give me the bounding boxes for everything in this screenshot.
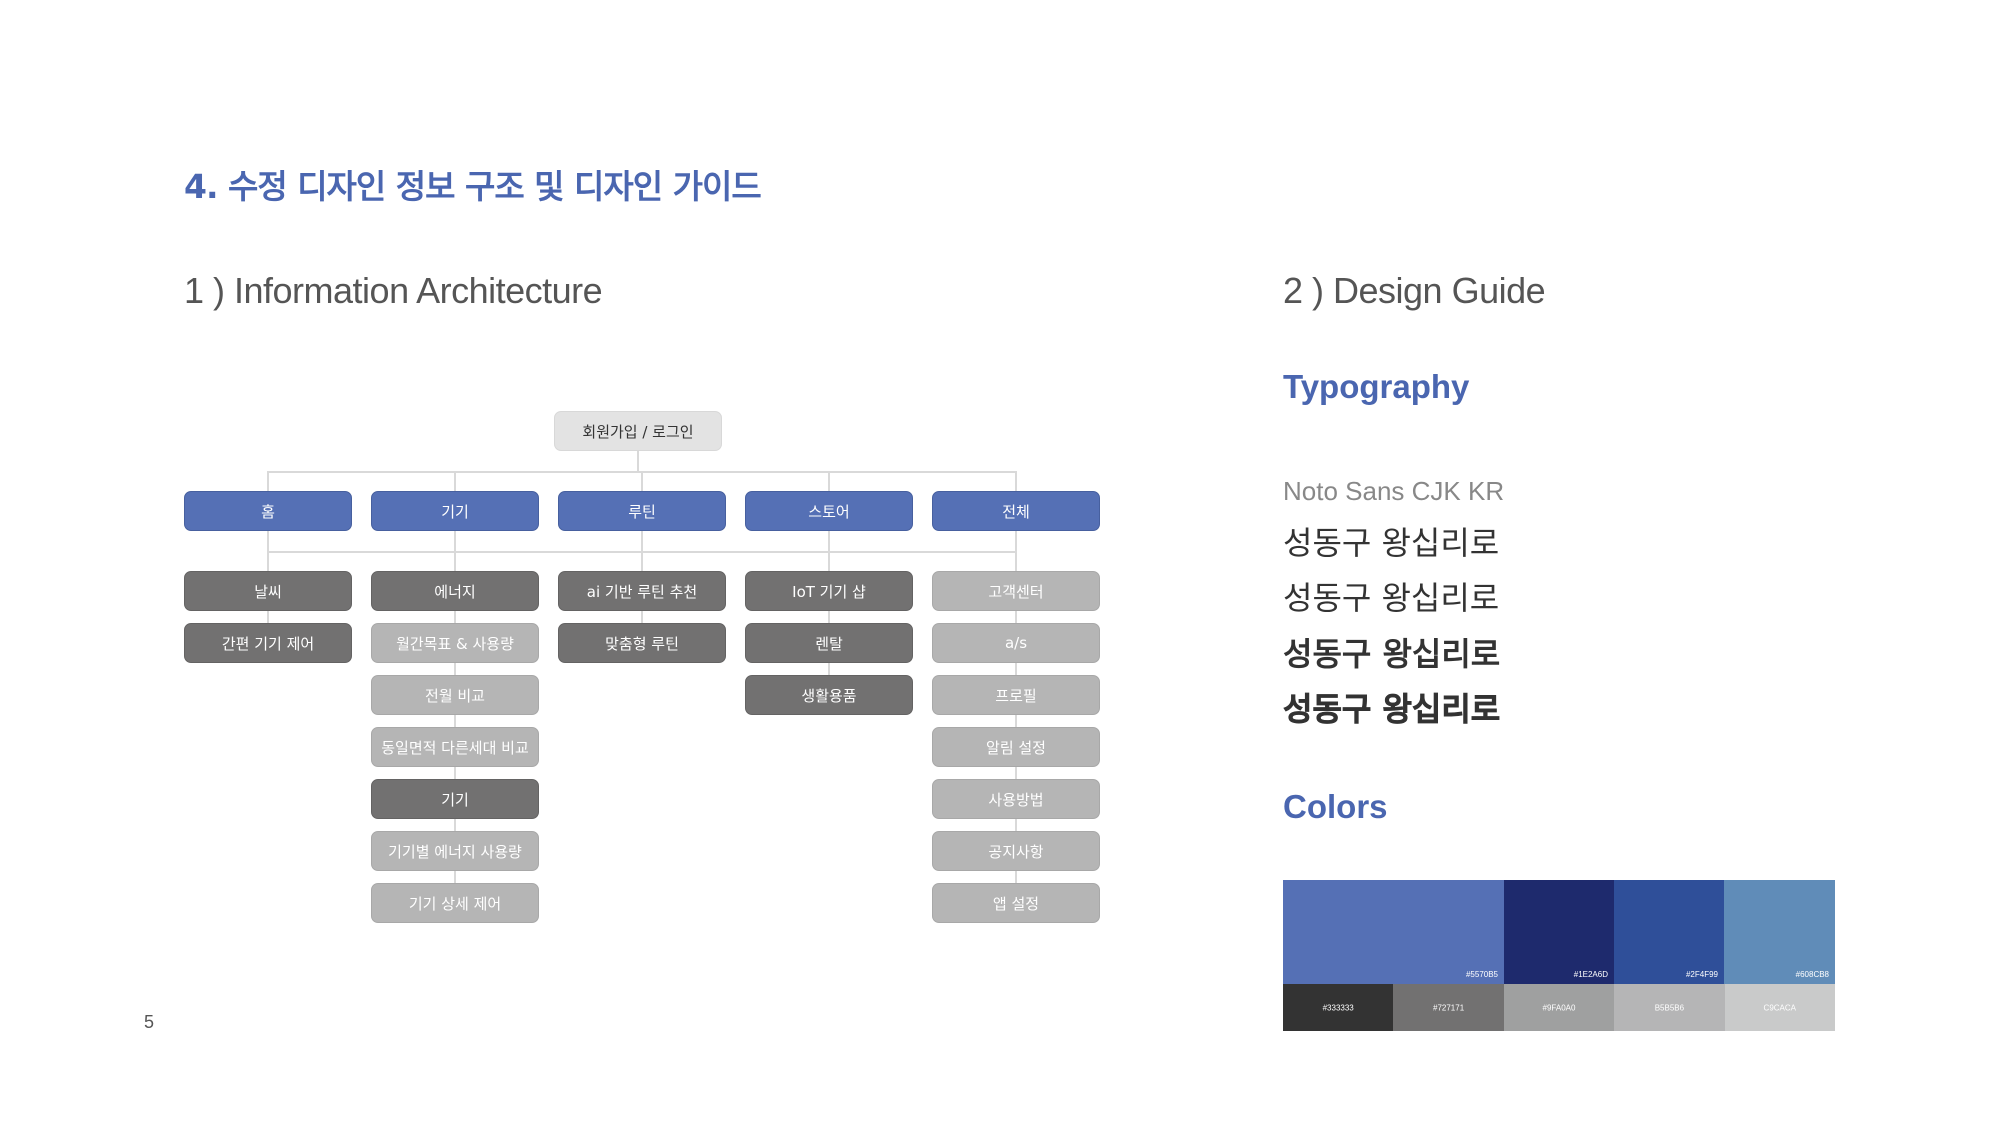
color-swatch-gray: #9FA0A0 — [1503, 984, 1615, 1031]
color-swatch-gray: #333333 — [1283, 984, 1394, 1031]
typography-sample-medium: 성동구 왕십리로 — [1283, 635, 1501, 673]
ia-root-node: 회원가입 / 로그인 — [554, 411, 722, 451]
ia-level2-node: a/s — [932, 623, 1100, 663]
color-swatch-primary: #5570B5 — [1283, 880, 1504, 984]
color-swatch-primary: #608CB8 — [1724, 880, 1835, 984]
typography-sample-bold: 성동구 왕십리로 — [1283, 690, 1501, 729]
ia-level2-node: ai 기반 루틴 추천 — [558, 571, 726, 611]
color-hex-label: B5B5B6 — [1654, 1003, 1685, 1012]
ia-level2-node: 공지사항 — [932, 831, 1100, 871]
colors-heading: Colors — [1283, 788, 1388, 825]
connector-root — [637, 451, 639, 471]
connector-column — [641, 471, 643, 643]
color-hex-label: #608CB8 — [1795, 970, 1829, 979]
ia-level2-node: 기기 — [371, 779, 539, 819]
ia-level2-node: 전월 비교 — [371, 675, 539, 715]
color-hex-label: #5570B5 — [1465, 970, 1498, 979]
page-title: 4. 수정 디자인 정보 구조 및 디자인 가이드 — [184, 167, 762, 206]
typography-sample-regular: 성동구 왕십리로 — [1283, 579, 1500, 617]
ia-level2-node: 에너지 — [371, 571, 539, 611]
ia-level2-node: 생활용품 — [745, 675, 913, 715]
font-name: Noto Sans CJK KR — [1283, 476, 1505, 506]
ia-level1-node: 기기 — [371, 491, 539, 531]
ia-level2-node: 간편 기기 제어 — [184, 623, 352, 663]
connector-column — [267, 471, 269, 643]
ia-level2-node: 고객센터 — [932, 571, 1100, 611]
ia-level2-node: 동일면적 다른세대 비교 — [371, 727, 539, 767]
ia-level2-node: 프로필 — [932, 675, 1100, 715]
ia-level2-node: 기기 상세 제어 — [371, 883, 539, 923]
color-hex-label: #333333 — [1322, 1003, 1354, 1012]
ia-level2-node: 사용방법 — [932, 779, 1100, 819]
page-number: 5 — [144, 1012, 155, 1032]
ia-level2-node: 날씨 — [184, 571, 352, 611]
ia-level1-node: 홈 — [184, 491, 352, 531]
ia-level1-node: 루틴 — [558, 491, 726, 531]
color-palette: #5570B5 #1E2A6D #2F4F99 #608CB8 #333333 #7271… — [1283, 880, 1835, 1031]
color-hex-label: C9CACA — [1763, 1003, 1797, 1012]
design-guide-section-title: 2 ) Design Guide — [1283, 270, 1546, 311]
ia-level1-node: 전체 — [932, 491, 1100, 531]
color-swatch-primary: #2F4F99 — [1614, 880, 1724, 984]
color-swatch-gray: #727171 — [1393, 984, 1504, 1031]
typography-heading: Typography — [1283, 368, 1470, 405]
ia-section-title: 1 ) Information Architecture — [184, 270, 603, 311]
ia-level2-node: 알림 설정 — [932, 727, 1100, 767]
ia-level2-node: 렌탈 — [745, 623, 913, 663]
ia-level2-node: 월간목표 & 사용량 — [371, 623, 539, 663]
color-swatch-gray: C9CACA — [1724, 984, 1835, 1031]
color-hex-label: #727171 — [1433, 1003, 1465, 1012]
color-swatch-gray: B5B5B6 — [1614, 984, 1725, 1031]
color-swatch-primary: #1E2A6D — [1504, 880, 1614, 984]
color-hex-label: #9FA0A0 — [1542, 1003, 1576, 1012]
typography-sample-light: 성동구 왕십리로 — [1283, 524, 1500, 562]
ia-level1-node: 스토어 — [745, 491, 913, 531]
ia-level2-node: 기기별 에너지 사용량 — [371, 831, 539, 871]
color-hex-label: #2F4F99 — [1685, 970, 1718, 979]
color-hex-label: #1E2A6D — [1573, 970, 1608, 979]
ia-level2-node: IoT 기기 샵 — [745, 571, 913, 611]
ia-level2-node: 맞춤형 루틴 — [558, 623, 726, 663]
ia-level2-node: 앱 설정 — [932, 883, 1100, 923]
